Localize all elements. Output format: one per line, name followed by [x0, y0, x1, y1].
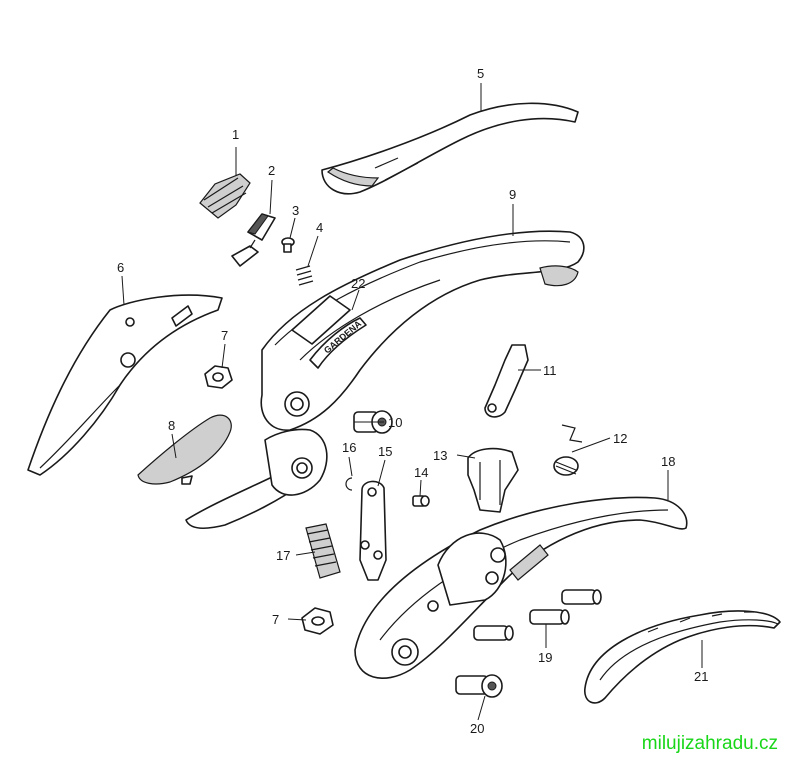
callout-3: 3: [292, 203, 299, 218]
anvil-jaw: [185, 428, 328, 530]
part-5-handle-grip: [321, 102, 579, 195]
part-11-lever: [484, 344, 529, 418]
callout-10: 10: [388, 415, 402, 430]
callout-4: 4: [316, 220, 323, 235]
part-2-lock-slider: [231, 213, 276, 267]
part-18-lower-handle-body: [354, 496, 688, 679]
part-6-upper-blade: [27, 294, 223, 476]
callout-11: 11: [543, 363, 557, 378]
callout-21: 21: [694, 669, 708, 684]
callout-13: 13: [433, 448, 447, 463]
callout-17: 17: [276, 548, 290, 563]
part-7-hex-nut-upper: [204, 365, 233, 389]
part-20-bolt: [455, 674, 503, 698]
callout-7-lower: 7: [272, 612, 279, 627]
callout-18: 18: [661, 454, 675, 469]
callout-2: 2: [268, 163, 275, 178]
callout-12: 12: [613, 431, 627, 446]
callout-1: 1: [232, 127, 239, 142]
part-17-coil-spring: [305, 523, 341, 579]
leader-lines: [121, 83, 703, 721]
callout-19: 19: [538, 650, 552, 665]
part-16-c-clip: [345, 477, 353, 491]
callout-5: 5: [477, 66, 484, 81]
watermark-text: milujizahradu.cz: [641, 733, 778, 754]
callout-20: 20: [470, 721, 484, 736]
part-4-small-spring: [295, 265, 314, 286]
callout-6: 6: [117, 260, 124, 275]
callout-15: 15: [378, 444, 392, 459]
part-14-pin: [412, 495, 430, 507]
callout-22: 22: [351, 276, 365, 291]
part-13-bracket: [467, 447, 519, 513]
part-3-screw: [281, 237, 295, 253]
part-9-upper-handle-body: GARDENA: [260, 230, 585, 431]
part-7-hex-nut-lower: [301, 607, 334, 635]
part-1-grip-pad: [199, 173, 251, 219]
callout-7-upper: 7: [221, 328, 228, 343]
part-12-torsion-spring: [553, 424, 583, 476]
callout-16: 16: [342, 440, 356, 455]
part-8-lower-grip: [137, 414, 232, 485]
callout-labels: 1 2 3 4 5 6 7 8 9 10 11 12 13 14 15 16 1…: [117, 66, 708, 736]
part-15-link-plate: [359, 480, 387, 581]
part-21-lower-grip-cover: [584, 610, 781, 704]
callout-9: 9: [509, 187, 516, 202]
part-19-pins: [473, 589, 602, 641]
callout-8: 8: [168, 418, 175, 433]
callout-14: 14: [414, 465, 428, 480]
